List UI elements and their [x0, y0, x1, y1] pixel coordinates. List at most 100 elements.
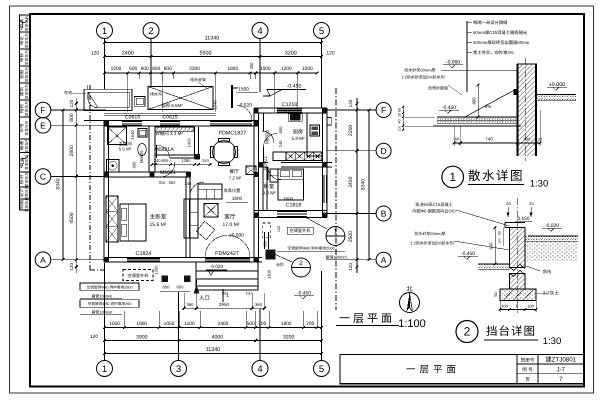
- svg-text:1: 1: [449, 170, 456, 184]
- svg-text:650: 650: [177, 285, 185, 290]
- svg-text:-0.020: -0.020: [210, 264, 223, 269]
- svg-text:1800: 1800: [227, 66, 238, 72]
- svg-text:17.0 M²: 17.0 M²: [223, 222, 240, 228]
- svg-text:2: 2: [148, 26, 153, 37]
- svg-text:20: 20: [398, 113, 402, 117]
- svg-text:挡台详图: 挡台详图: [486, 325, 536, 338]
- svg-text:C1824: C1824: [136, 251, 152, 257]
- svg-text:5.8 M²: 5.8 M²: [291, 136, 304, 141]
- svg-text:1800: 1800: [232, 196, 243, 201]
- svg-text:400: 400: [472, 97, 477, 105]
- svg-text:4500: 4500: [69, 212, 75, 223]
- svg-text:1:2防水砂浆加5%防水剂: 1:2防水砂浆加5%防水剂: [410, 241, 453, 246]
- svg-text:2200: 2200: [348, 125, 354, 136]
- svg-text:水电: 水电: [19, 123, 24, 133]
- svg-text:校对: 校对: [19, 175, 24, 185]
- svg-text:入口: 入口: [199, 295, 209, 302]
- svg-text:60mm厚C15混凝土随捣随光: 60mm厚C15混凝土随捣随光: [473, 30, 528, 35]
- svg-text:7: 7: [559, 376, 563, 383]
- svg-text:制图: 制图: [19, 200, 24, 210]
- svg-text:M0820: M0820: [265, 130, 270, 144]
- svg-text:E: E: [40, 120, 46, 130]
- svg-text:1000: 1000: [302, 66, 313, 72]
- svg-text:120: 120: [277, 226, 281, 232]
- svg-text:1: 1: [102, 364, 107, 375]
- svg-text:5: 5: [319, 26, 324, 37]
- svg-text:厨房: 厨房: [293, 129, 303, 136]
- svg-text:审核: 审核: [19, 53, 24, 63]
- svg-text:3200: 3200: [285, 51, 297, 57]
- svg-text:空调室外机: 空调室外机: [128, 273, 150, 278]
- svg-text:设计: 设计: [19, 188, 24, 198]
- svg-text:650: 650: [263, 240, 268, 247]
- svg-text:240: 240: [185, 181, 192, 186]
- svg-text:C0615: C0615: [125, 115, 140, 121]
- svg-text:扁管100mm: 扁管100mm: [92, 293, 113, 298]
- svg-text:360: 360: [255, 302, 263, 307]
- svg-text:1240: 1240: [213, 100, 218, 110]
- svg-text:C0615: C0615: [162, 115, 177, 121]
- svg-text:空调留洞Φ80 洞中离地2500: 空调留洞Φ80 洞中离地2500: [287, 246, 334, 251]
- svg-text:600: 600: [164, 66, 172, 72]
- svg-text:600: 600: [152, 66, 160, 72]
- svg-text:某某年月: 某某年月: [24, 101, 29, 116]
- svg-text:1800: 1800: [136, 321, 147, 327]
- svg-text:300: 300: [249, 62, 254, 70]
- svg-text:700: 700: [258, 321, 266, 327]
- svg-text:图 号: 图 号: [522, 367, 533, 372]
- svg-text:240: 240: [202, 158, 209, 163]
- svg-text:800: 800: [69, 113, 75, 122]
- svg-text:图册号: 图册号: [521, 357, 535, 362]
- svg-text:客厅: 客厅: [224, 214, 236, 221]
- svg-text:120: 120: [69, 263, 74, 271]
- svg-text:120: 120: [348, 263, 353, 271]
- svg-text:一层平面: 一层平面: [406, 365, 460, 376]
- svg-text:5.5 M²: 5.5 M²: [119, 147, 132, 152]
- svg-text:北: 北: [406, 286, 412, 293]
- svg-text:3: 3: [176, 364, 181, 375]
- svg-text:家具位置: 家具位置: [224, 188, 241, 193]
- svg-text:餐厅: 餐厅: [229, 168, 239, 175]
- svg-text:某某年月: 某某年月: [24, 172, 29, 187]
- svg-text:专业: 专业: [19, 157, 24, 167]
- svg-text:组合支架: 组合支架: [190, 77, 206, 82]
- svg-text:1300: 1300: [154, 265, 159, 275]
- svg-text:100: 100: [398, 126, 402, 132]
- svg-text:11340: 11340: [205, 36, 220, 42]
- svg-text:600: 600: [141, 66, 149, 72]
- svg-text:某某年月: 某某年月: [24, 50, 29, 65]
- svg-text:1:2防水砂浆加5%防水剂: 1:2防水砂浆加5%防水剂: [401, 75, 444, 80]
- svg-text:60: 60: [398, 108, 402, 112]
- svg-text:20: 20: [506, 201, 511, 206]
- svg-text:暖通: 暖通: [19, 141, 24, 151]
- svg-text:1280: 1280: [182, 158, 192, 163]
- svg-text:审定: 审定: [19, 36, 24, 46]
- svg-text:现浇60厚C15混凝土: 现浇60厚C15混凝土: [415, 202, 452, 207]
- svg-text:素土夯实，向外坡3%: 素土夯实，向外坡3%: [473, 50, 514, 55]
- svg-text:120: 120: [69, 99, 74, 107]
- svg-text:2: 2: [299, 260, 303, 267]
- svg-text:FDMC1827: FDMC1827: [219, 131, 247, 137]
- svg-text:结构: 结构: [19, 104, 24, 114]
- svg-text:2: 2: [464, 325, 471, 339]
- svg-text:100: 100: [501, 304, 508, 309]
- svg-text:空调留洞Φ80 洞中离地2500: 空调留洞Φ80 洞中离地2500: [87, 284, 133, 289]
- svg-text:某某年月: 某某年月: [24, 16, 29, 31]
- svg-text:1:100: 1:100: [398, 318, 426, 330]
- svg-text:1100: 1100: [184, 321, 195, 327]
- svg-text:100: 100: [527, 304, 534, 309]
- svg-text:20: 20: [529, 201, 534, 206]
- svg-text:3%: 3%: [485, 104, 492, 109]
- svg-text:11340: 11340: [206, 347, 221, 353]
- svg-text:3200: 3200: [283, 335, 295, 341]
- svg-text:总图: 总图: [19, 70, 24, 80]
- svg-text:FDM2427: FDM2427: [215, 251, 239, 257]
- svg-text:扁管100mm: 扁管100mm: [92, 309, 113, 314]
- svg-text:240 800: 240 800: [154, 158, 169, 163]
- svg-text:台阶: 台阶: [276, 262, 284, 267]
- svg-text:-0.060: -0.060: [446, 60, 460, 66]
- svg-text:某某年月: 某某年月: [24, 197, 29, 212]
- svg-text:角线: 角线: [543, 269, 552, 274]
- svg-text:1800: 1800: [281, 321, 292, 327]
- svg-text:防水砂浆60mm厚: 防水砂浆60mm厚: [414, 231, 445, 236]
